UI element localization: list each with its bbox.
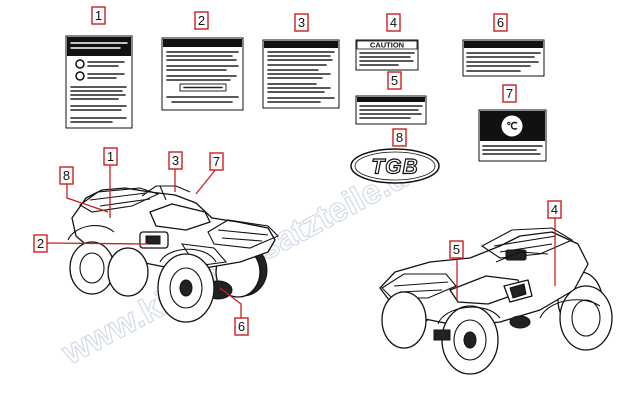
svg-text:8: 8 (396, 130, 403, 145)
callout-1-top: 1 (91, 6, 106, 25)
callout-6-top: 6 (493, 13, 508, 32)
decal-7-symbol: ℃ (506, 122, 517, 133)
svg-text:7: 7 (213, 154, 220, 169)
callout-3-left-atv: 3 (168, 151, 183, 170)
svg-text:4: 4 (390, 15, 397, 30)
callout-8-top: 8 (392, 128, 407, 147)
svg-text:6: 6 (497, 15, 504, 30)
svg-text:6: 6 (238, 319, 245, 334)
svg-text:3: 3 (172, 153, 179, 168)
decal-5 (355, 95, 427, 125)
svg-text:2: 2 (37, 236, 44, 251)
logo-text: TGB (371, 156, 418, 179)
callout-2-top: 2 (194, 11, 209, 30)
callout-4-top: 4 (386, 13, 401, 32)
callout-5-top: 5 (387, 71, 402, 90)
callout-1-left-atv: 1 (103, 147, 118, 166)
callout-4-right-atv: 4 (547, 200, 562, 219)
svg-text:3: 3 (298, 15, 305, 30)
atv-left (67, 185, 279, 323)
decal-2 (161, 37, 244, 111)
callout-5-right-atv: 5 (449, 240, 464, 259)
decal-1 (65, 35, 133, 129)
svg-text:2: 2 (198, 13, 205, 28)
atv-right (379, 227, 613, 375)
callout-3-top: 3 (294, 13, 309, 32)
callout-8-left-atv: 8 (59, 166, 74, 185)
callout-7-top: 7 (502, 84, 517, 103)
svg-text:5: 5 (391, 73, 398, 88)
callout-6-left-atv: 6 (234, 317, 249, 336)
svg-text:4: 4 (551, 202, 558, 217)
svg-text:8: 8 (63, 168, 70, 183)
decal-6 (462, 39, 545, 77)
svg-text:1: 1 (95, 8, 102, 23)
decal-8-logo: TGB (350, 148, 440, 184)
decal-7: ℃ (478, 109, 547, 162)
svg-text:5: 5 (453, 242, 460, 257)
svg-text:7: 7 (506, 86, 513, 101)
decal-4: CAUTION (355, 39, 419, 71)
callout-7-left-atv: 7 (209, 152, 224, 171)
decal-4-heading: CAUTION (370, 41, 404, 50)
decal-3 (262, 39, 340, 109)
leader-lines (46, 164, 556, 318)
callout-2-left-atv: 2 (33, 234, 48, 253)
svg-text:1: 1 (107, 149, 114, 164)
